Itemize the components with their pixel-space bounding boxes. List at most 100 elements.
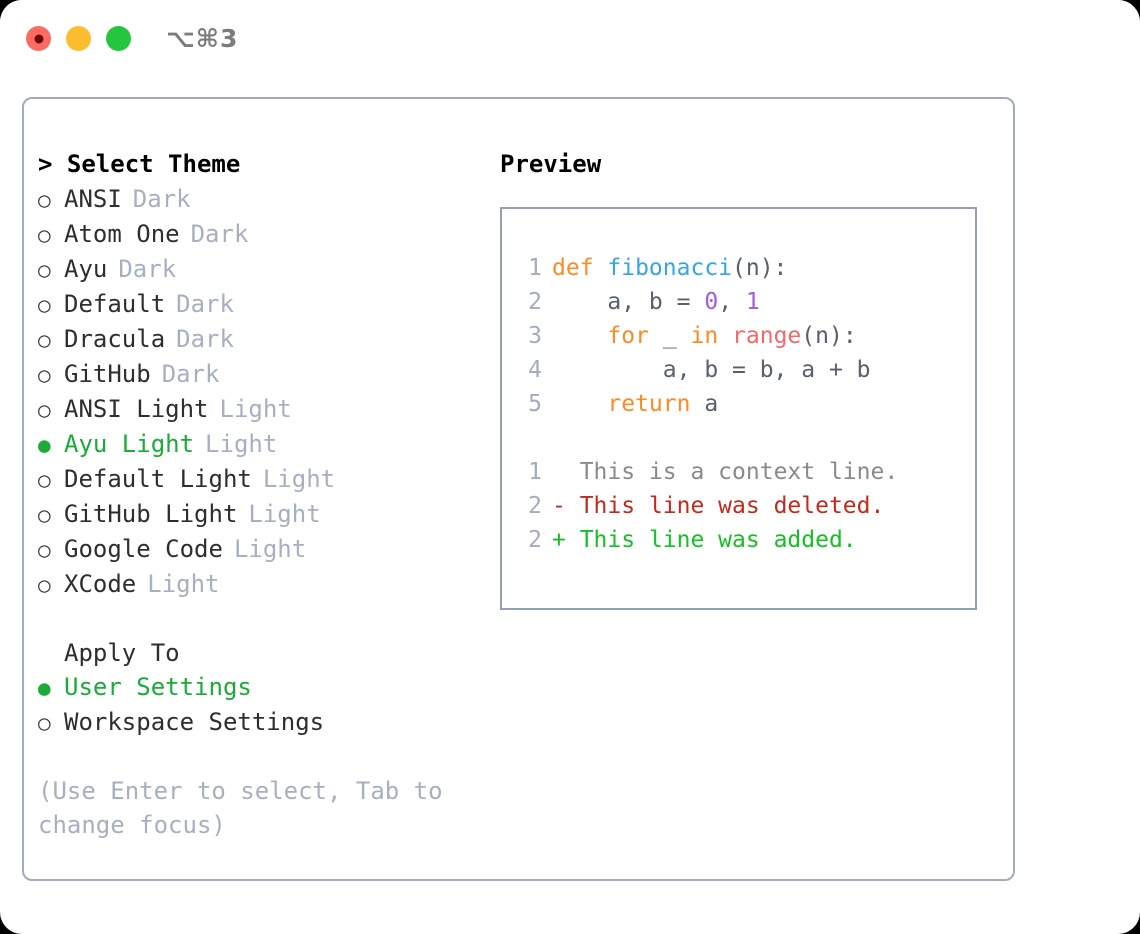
code-line: 2 a, b = 0, 1: [518, 285, 975, 319]
code-token-pl: a, b = b, a + b: [552, 357, 871, 383]
theme-variant-badge: Light: [219, 395, 292, 423]
code-token-pl: (n):: [801, 323, 857, 349]
code-token-pl: a, b =: [552, 289, 705, 315]
diff-sign: +: [552, 527, 580, 553]
radio-unselected-icon: ○: [38, 538, 51, 562]
theme-option-label: ANSI: [64, 185, 122, 213]
theme-variant-badge: Light: [147, 570, 220, 598]
keyboard-hint-text: (Use Enter to select, Tab to change focu…: [38, 777, 458, 839]
theme-option-label: ANSI Light: [64, 395, 209, 423]
apply-to-option-user-settings[interactable]: ● User Settings: [38, 670, 489, 705]
radio-unselected-icon: ○: [38, 328, 51, 352]
code-token-pl: a: [690, 391, 719, 417]
theme-option-label: Default Light: [64, 465, 252, 493]
code-token-pl: _: [648, 323, 691, 349]
theme-option-ansi[interactable]: ○ ANSI Dark: [38, 182, 489, 217]
theme-option-ayu-light[interactable]: ● Ayu Light Light: [38, 427, 489, 462]
theme-option-atom-one[interactable]: ○ Atom One Dark: [38, 217, 489, 252]
radio-unselected-icon: ○: [38, 573, 51, 597]
code-token-pl: [718, 323, 732, 349]
line-number: 5: [528, 391, 542, 417]
diff-text: This line was deleted.: [579, 493, 885, 519]
theme-option-default-light[interactable]: ○ Default Light Light: [38, 462, 489, 497]
radio-unselected-icon: ○: [38, 363, 51, 387]
line-number: 2: [528, 289, 542, 315]
theme-option-label: Google Code: [64, 535, 223, 563]
code-token-kw: return: [607, 391, 691, 417]
theme-option-label: Ayu: [64, 255, 108, 283]
diff-text: This line was added.: [579, 527, 857, 553]
line-number: 1: [528, 255, 542, 281]
theme-option-github[interactable]: ○ GitHub Dark: [38, 357, 489, 392]
maximize-dot-icon[interactable]: [106, 26, 131, 51]
radio-selected-icon: ●: [38, 676, 51, 700]
theme-variant-badge: Dark: [176, 325, 234, 353]
theme-variant-badge: Dark: [176, 290, 234, 318]
radio-unselected-icon: ○: [38, 468, 51, 492]
code-token-pl: ,: [718, 289, 746, 315]
code-token-pl: (n):: [732, 255, 788, 281]
code-token-pl: [552, 323, 607, 349]
code-token-bi: range: [732, 323, 802, 349]
theme-option-label: Ayu Light: [64, 430, 195, 458]
code-line: 5 return a: [518, 387, 975, 421]
code-token-kw: in: [690, 323, 719, 349]
line-number: 2: [528, 493, 542, 519]
code-line: 3 for _ in range(n):: [518, 319, 975, 353]
apply-to-option-label: User Settings: [64, 673, 252, 701]
diff-sign: [552, 459, 580, 485]
theme-variant-badge: Light: [205, 430, 278, 458]
radio-unselected-icon: ○: [38, 711, 51, 735]
title-bar: ⌥⌘3: [0, 0, 1140, 78]
apply-to-option-label: Workspace Settings: [64, 708, 325, 736]
line-number: 3: [528, 323, 542, 349]
code-token-fn: fibonacci: [607, 255, 733, 281]
code-token-num: 0: [704, 289, 719, 315]
theme-option-label: Default: [64, 290, 166, 318]
theme-variant-badge: Light: [248, 500, 321, 528]
line-number: 1: [528, 459, 542, 485]
code-token-kw: for: [607, 323, 649, 349]
minimize-dot-icon[interactable]: [66, 26, 91, 51]
theme-option-label: Dracula: [64, 325, 166, 353]
radio-selected-icon: ●: [38, 433, 51, 457]
radio-unselected-icon: ○: [38, 293, 51, 317]
theme-option-ansi-light[interactable]: ○ ANSI Light Light: [38, 392, 489, 427]
apply-to-option-list: ● User Settings ○ Workspace Settings: [38, 670, 489, 740]
diff-sample: 1 This is a context line.2- This line wa…: [518, 455, 975, 557]
spacer: [38, 602, 489, 636]
close-dot-icon[interactable]: [26, 26, 51, 51]
theme-option-label: GitHub: [64, 360, 151, 388]
theme-option-dracula[interactable]: ○ Dracula Dark: [38, 322, 489, 357]
code-token-num: 1: [745, 289, 760, 315]
diff-line-ctx: 1 This is a context line.: [518, 455, 975, 489]
code-line: 4 a, b = b, a + b: [518, 353, 975, 387]
line-number: 2: [528, 527, 542, 553]
theme-variant-badge: Dark: [132, 185, 191, 213]
traffic-light-group: [26, 26, 131, 51]
radio-unselected-icon: ○: [38, 188, 51, 212]
diff-text: This is a context line.: [579, 459, 899, 485]
apply-to-option-workspace-settings[interactable]: ○ Workspace Settings: [38, 705, 489, 740]
theme-variant-badge: Light: [262, 465, 336, 493]
theme-variant-badge: Dark: [161, 360, 220, 388]
diff-line-add: 2 + This line was added.: [518, 523, 975, 557]
radio-unselected-icon: ○: [38, 398, 51, 422]
theme-variant-badge: Dark: [118, 255, 177, 283]
apply-to-header: Apply To: [64, 639, 180, 667]
radio-unselected-icon: ○: [38, 223, 51, 247]
radio-unselected-icon: ○: [38, 503, 51, 527]
theme-option-label: Atom One: [64, 220, 180, 248]
theme-option-default[interactable]: ○ Default Dark: [38, 287, 489, 322]
theme-variant-badge: Dark: [190, 220, 249, 248]
